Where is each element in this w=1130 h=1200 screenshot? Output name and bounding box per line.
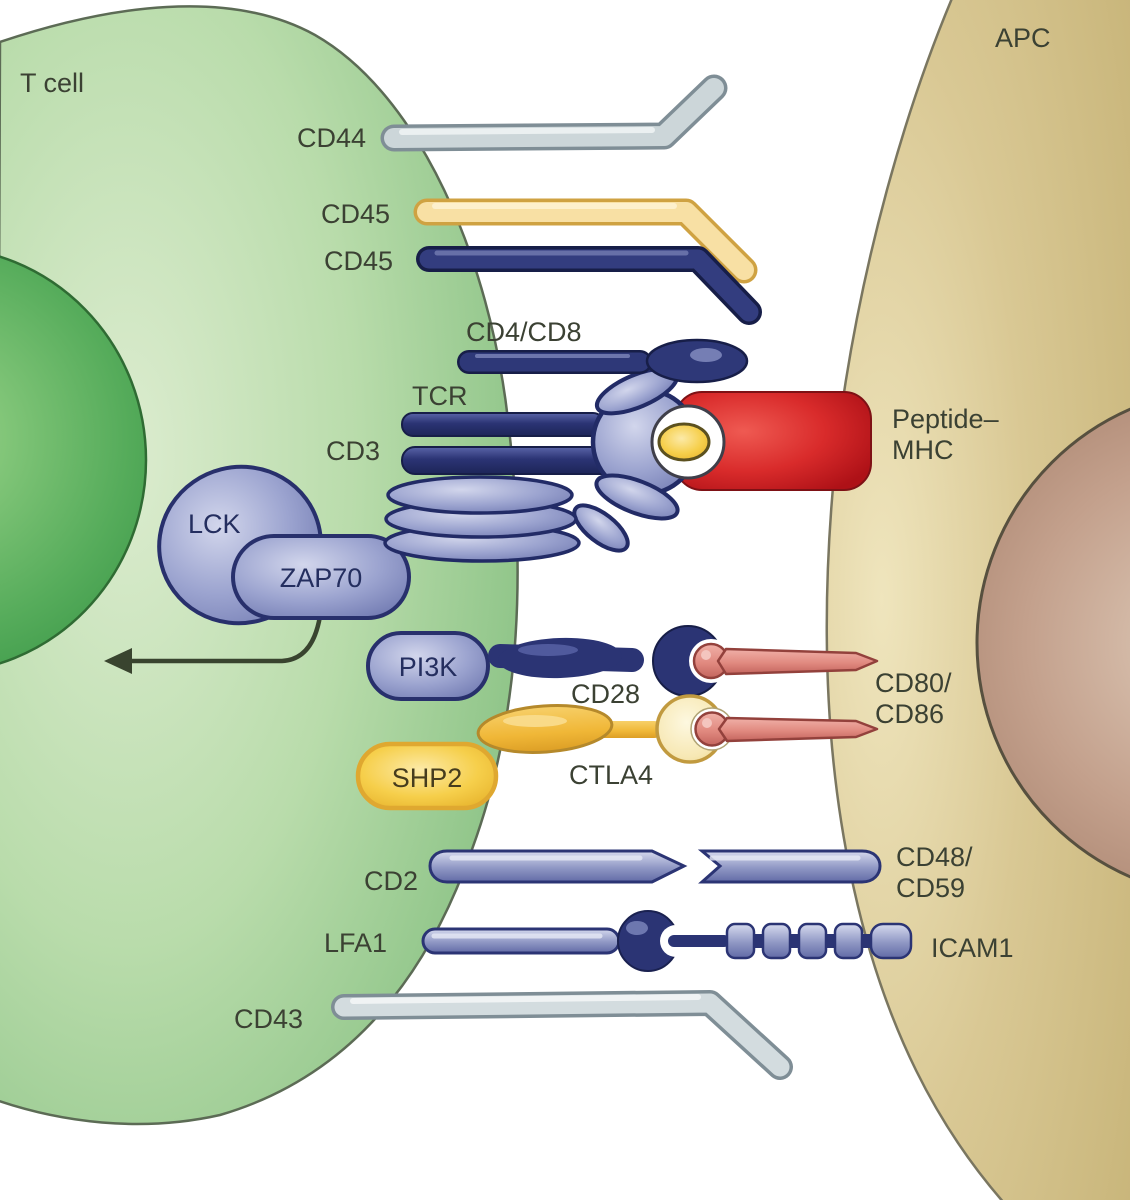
icam1-domain-2 (761, 922, 792, 960)
apc-cell (825, 0, 1130, 1200)
cd28-receptor (488, 625, 879, 697)
cd3-label: CD3 (326, 436, 380, 466)
cd86-head-highlight (702, 718, 712, 728)
apc-label: APC (995, 23, 1051, 53)
cd48-cd59-label-line2: CD59 (896, 873, 965, 903)
t-cell-label: T cell (20, 68, 84, 98)
icam1-label: ICAM1 (931, 933, 1014, 963)
lck-label: LCK (188, 509, 241, 539)
cd2-receptor-pair (428, 849, 882, 884)
icam1-domain-4 (833, 922, 864, 960)
shp2-body (355, 741, 499, 811)
cd43-label: CD43 (234, 1004, 303, 1034)
arrow-shaft (130, 615, 323, 664)
cd45-upper-label: CD45 (321, 199, 390, 229)
cd4-cd8-label: CD4/CD8 (466, 317, 582, 347)
cd80-head-highlight (701, 650, 711, 660)
lfa1-label: LFA1 (324, 928, 387, 958)
zap70-kinase (231, 534, 411, 620)
peptide-mhc-label-line2: MHC (892, 435, 954, 465)
arrow-head (104, 648, 132, 674)
cd80-cd86-stalk-lower (717, 716, 879, 743)
cd3-complex (383, 475, 581, 563)
signaling-arrow (104, 615, 323, 674)
peptide-mhc-label-line1: Peptide– (892, 404, 999, 434)
icam1-domain-5 (869, 922, 913, 960)
cd80-cd86-label-line1: CD80/ (875, 668, 952, 698)
cd43-highlight (350, 994, 701, 1004)
icam1-domain-3 (797, 922, 828, 960)
apc-membrane (825, 0, 1130, 1200)
t-cell-nucleus (0, 255, 148, 665)
cd28-stalk-highlight (518, 644, 578, 656)
cd80-cd86-label-line2: CD86 (875, 699, 944, 729)
cd80-cd86-stalk-upper (716, 647, 879, 676)
lfa1-rod (421, 927, 621, 955)
ctla4-stalk-highlight (503, 715, 567, 727)
cd45-upper-rod (417, 202, 754, 280)
cd4-cd8-coreceptor (457, 338, 749, 384)
shp2-phosphatase (355, 741, 499, 811)
cd43-rod (334, 993, 790, 1077)
cd4-cd8-head-highlight (690, 348, 722, 362)
cd45-lower-receptor (416, 246, 762, 325)
cd4-cd8-head (645, 338, 749, 384)
icam1-domain-1 (725, 922, 756, 960)
shp2-label: SHP2 (392, 763, 463, 793)
ctla4-label: CTLA4 (569, 760, 653, 790)
pi3k-body (366, 631, 490, 701)
cd45-lower-label: CD45 (324, 246, 393, 276)
pi3k-label: PI3K (399, 652, 458, 682)
cd45-lower-rod (419, 249, 759, 322)
zap70-body (231, 534, 411, 620)
apc-nucleus (975, 407, 1130, 879)
cd2-label: CD2 (364, 866, 418, 896)
cd44-receptor (380, 74, 728, 152)
tcr-label: TCR (412, 381, 468, 411)
cd44-label: CD44 (297, 123, 366, 153)
cd28-label: CD28 (571, 679, 640, 709)
zap70-label: ZAP70 (280, 563, 363, 593)
cd48-cd59-label-line1: CD48/ (896, 842, 973, 872)
lfa1-icam1-pair (421, 910, 913, 972)
cd3-disk-top (386, 475, 574, 515)
cd44-rod (384, 78, 724, 148)
icam1-tip (668, 935, 730, 947)
antigen-peptide (657, 422, 711, 462)
tcr-lower-tail (572, 503, 630, 553)
ctla4-receptor (476, 694, 879, 764)
cd45-upper-receptor (413, 198, 758, 284)
pi3k-enzyme (366, 631, 490, 701)
cd44-highlight (399, 127, 655, 135)
tcr-bottom-arm (594, 473, 680, 521)
tcr-receptor (401, 366, 726, 553)
lfa1-head-highlight (626, 921, 648, 935)
tcr-alpha-chain (401, 412, 605, 437)
cd43-receptor (331, 990, 793, 1080)
